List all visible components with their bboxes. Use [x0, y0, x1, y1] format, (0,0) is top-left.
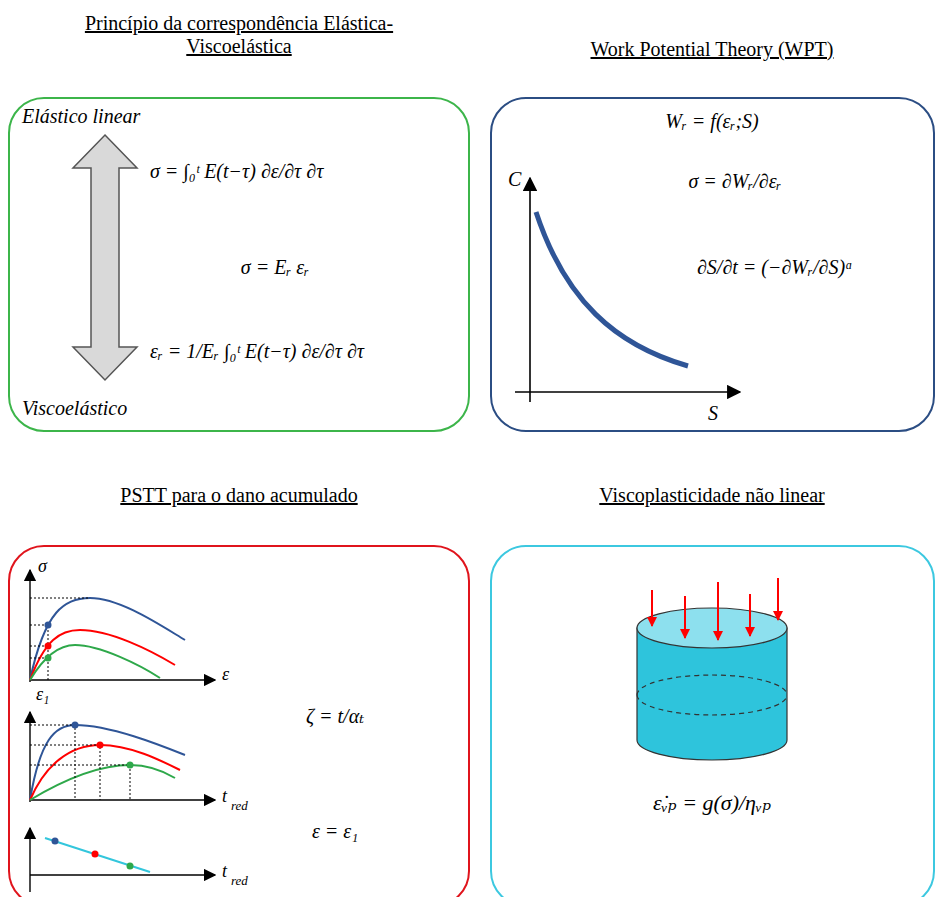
- state-dots: [45, 622, 134, 870]
- region-label: Viscoelástico: [22, 397, 127, 420]
- pstt-plots: [30, 570, 215, 892]
- axis-label: ε: [222, 664, 229, 685]
- panel-heading: Work Potential Theory (WPT): [512, 38, 912, 61]
- panel-heading: Viscoplasticidade não linear: [512, 484, 912, 507]
- principle-panel: Princípio da correspondência Elástica-Vi…: [8, 97, 470, 432]
- axis-label: C: [508, 168, 521, 191]
- axis-label: ε₁: [36, 684, 49, 705]
- region-label: Elástico linear: [22, 105, 140, 128]
- equation: Wᵣ = f(εᵣ;S): [665, 110, 758, 133]
- axis-label: σ: [38, 556, 47, 577]
- cylinder-specimen: [637, 608, 787, 760]
- axis-label: S: [708, 402, 718, 425]
- axis-label: t: [222, 861, 227, 882]
- double-arrow: [73, 135, 137, 380]
- equation: ε̇ᵥₚ = g(σ)/ηᵥₚ: [653, 790, 771, 815]
- damage-curve-plot: [515, 178, 740, 402]
- equation: ε = ε₁: [312, 820, 358, 843]
- panel-heading: Princípio da correspondência Elástica-Vi…: [74, 12, 404, 58]
- wpt-panel: Work Potential Theory (WPT)Wᵣ = f(εᵣ;S)σ…: [490, 97, 935, 432]
- equation: σ = Eᵣ εᵣ: [241, 256, 309, 279]
- pstt-panel: PSTT para o dano acumuladoσεε₁tredtredζ …: [8, 545, 470, 897]
- viscoplasticity-panel: Viscoplasticidade não linearε̇ᵥₚ = g(σ)/…: [490, 545, 935, 897]
- axis-label: t: [222, 786, 227, 807]
- equation: σ = ∫₀ᵗ E(t−τ) ∂ε/∂τ ∂τ: [150, 160, 323, 183]
- equation: σ = ∂Wᵣ/∂εᵣ: [688, 170, 781, 193]
- panel-heading: PSTT para o dano acumulado: [39, 484, 439, 507]
- equation: ∂S/∂t = (−∂Wᵣ/∂S)ᵅ: [697, 256, 853, 279]
- axis-subscript: red: [231, 874, 248, 889]
- equation: ζ = t/αₜ: [306, 705, 364, 728]
- equation: εᵣ = 1/Eᵣ ∫₀ᵗ E(t−τ) ∂ε/∂τ ∂τ: [150, 340, 364, 363]
- axis-subscript: red: [231, 799, 248, 814]
- load-arrows: [652, 578, 778, 640]
